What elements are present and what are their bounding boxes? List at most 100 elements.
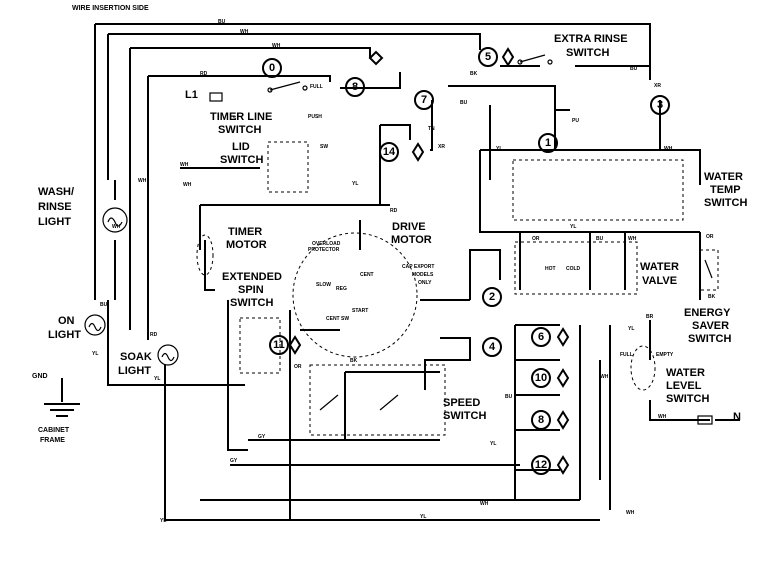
cap-export-label-2: MODELS bbox=[412, 272, 434, 278]
wire-tag-61: RD bbox=[200, 71, 208, 77]
water-level-label-2: LEVEL bbox=[666, 380, 702, 392]
water-valve-label-2: VALVE bbox=[642, 275, 677, 287]
wire-tag-113: CENT bbox=[360, 272, 374, 278]
wire-tag-69: PU bbox=[572, 118, 579, 124]
extended-spin-label-3: SWITCH bbox=[230, 297, 273, 309]
terminal-7-label: 7 bbox=[421, 94, 427, 106]
soak-light-label-2: LIGHT bbox=[118, 365, 151, 377]
terminal-1-label: 1 bbox=[545, 137, 551, 149]
terminal-8b-label: 8 bbox=[538, 414, 544, 426]
wire-tag-64: BK bbox=[470, 71, 478, 77]
extra-rinse-label-1: EXTRA RINSE bbox=[554, 33, 628, 45]
terminal-2 bbox=[482, 287, 502, 307]
on-light-bulb bbox=[84, 314, 106, 336]
wash-rinse-label-3: LIGHT bbox=[38, 216, 71, 228]
wire-tag-112: START bbox=[352, 308, 368, 314]
terminal-10-label: 10 bbox=[535, 372, 547, 384]
wire-tag-67: TN bbox=[428, 126, 435, 132]
terminal-11-label: 11 bbox=[273, 339, 285, 351]
wire-tag-83: OR bbox=[294, 364, 302, 370]
wire-tag-68: XR bbox=[438, 144, 445, 150]
wire-tag-96: BR bbox=[646, 314, 654, 320]
terminal-6 bbox=[531, 327, 551, 347]
wash-rinse-bulb bbox=[102, 207, 128, 233]
wash-rinse-label-1: WASH/ bbox=[38, 186, 74, 198]
terminal-1 bbox=[538, 133, 558, 153]
extended-spin-label-1: EXTENDED bbox=[222, 271, 282, 283]
wire-tag-71: YL bbox=[570, 224, 576, 230]
terminal-3 bbox=[650, 95, 670, 115]
wire-tag-105: SW bbox=[320, 144, 328, 150]
terminal-markers: 0 1 2 3 4 5 6 7 8 10 11 12 14 8 bbox=[262, 47, 670, 475]
wire-tag-94: WH bbox=[658, 414, 667, 420]
soak-light-label-1: SOAK bbox=[120, 351, 152, 363]
terminal-5 bbox=[478, 47, 498, 67]
terminal-14-label: 14 bbox=[383, 146, 396, 158]
cap-export-label-1: CAP EXPORT bbox=[402, 264, 434, 270]
drive-motor-label-1: DRIVE bbox=[392, 221, 426, 233]
wire-insertion-side-label: WIRE INSERTION SIDE bbox=[72, 5, 149, 12]
neutral-label: N bbox=[733, 411, 741, 423]
wire-tag-79: YL bbox=[352, 181, 358, 187]
timer-line-label-1: TIMER LINE bbox=[210, 111, 272, 123]
wire-tag-103: YL bbox=[160, 518, 166, 524]
wire-tag-98: YL bbox=[92, 351, 98, 357]
water-level-label-1: WATER bbox=[666, 367, 705, 379]
wire-tag-91: WH bbox=[480, 501, 489, 507]
wire-tag-101: WH bbox=[112, 224, 121, 230]
terminal-12 bbox=[531, 455, 551, 475]
wire-tag-85: GY bbox=[258, 434, 266, 440]
wire-tag-102: WH bbox=[138, 178, 147, 184]
lid-switch-label-2: SWITCH bbox=[220, 154, 263, 166]
energy-saver-box bbox=[699, 249, 719, 291]
wire-tag-106: FULL bbox=[310, 84, 323, 90]
wire-tag-74: WH bbox=[628, 236, 637, 242]
lights bbox=[84, 207, 179, 366]
wire-tag-116: HOT bbox=[545, 266, 556, 272]
timer-line-label-2: SWITCH bbox=[218, 124, 261, 136]
terminal-2-label: 2 bbox=[489, 291, 495, 303]
wire-tag-60: WH bbox=[272, 43, 281, 49]
wire-tag-114: CENT SW bbox=[326, 316, 349, 322]
wire-tag-111: REG bbox=[336, 286, 347, 292]
wire-tag-63: XR bbox=[654, 83, 661, 89]
terminal-4-label: 4 bbox=[489, 341, 496, 353]
neutral-connector bbox=[697, 415, 713, 425]
water-valve-box bbox=[514, 241, 638, 295]
extended-spin-label-2: SPIN bbox=[238, 284, 264, 296]
wire-tag-93: WH bbox=[626, 510, 635, 516]
switch-contacts bbox=[209, 54, 713, 425]
gnd-label: GND bbox=[32, 373, 48, 380]
wire-tags: BU WH WH RD BU XR BK BU YL TN XR PU WH Y… bbox=[92, 19, 716, 524]
wire-tag-110: SLOW bbox=[316, 282, 331, 288]
wire-tag-59: WH bbox=[240, 29, 249, 35]
wire-tag-81: RD bbox=[390, 208, 398, 214]
cabinet-frame-label-1: CABINET bbox=[38, 427, 70, 434]
terminal-0-label: 0 bbox=[269, 62, 275, 74]
wire-tag-100: YL bbox=[154, 376, 160, 382]
terminal-8-label: 8 bbox=[352, 81, 358, 93]
overload-label-2: PROTECTOR bbox=[308, 247, 340, 253]
wire-tag-104: LS bbox=[230, 116, 237, 122]
wire-tag-107: PUSH bbox=[308, 114, 322, 120]
soak-light-bulb bbox=[157, 344, 179, 366]
terminal-11 bbox=[269, 335, 289, 355]
speed-switch-label-1: SPEED bbox=[443, 397, 480, 409]
wire-tag-88: BU bbox=[505, 394, 513, 400]
wire-network bbox=[94, 23, 740, 521]
wire-tag-77: WH bbox=[180, 162, 189, 168]
wire-tag-76: BK bbox=[708, 294, 716, 300]
water-level-shape bbox=[630, 345, 656, 391]
timer-motor-label-1: TIMER bbox=[228, 226, 262, 238]
wire-tag-75: OR bbox=[706, 234, 714, 240]
lid-switch-label-1: LID bbox=[232, 141, 250, 153]
speed-switch-label-2: SWITCH bbox=[443, 410, 486, 422]
line-l1-label: L1 bbox=[185, 89, 198, 101]
overload-label-1: OVERLOAD bbox=[312, 241, 341, 247]
water-level-label-3: SWITCH bbox=[666, 393, 709, 405]
wire-tag-89: WH bbox=[600, 374, 609, 380]
cabinet-frame-label-2: FRAME bbox=[40, 437, 65, 444]
wire-tag-115: COLD bbox=[566, 266, 581, 272]
